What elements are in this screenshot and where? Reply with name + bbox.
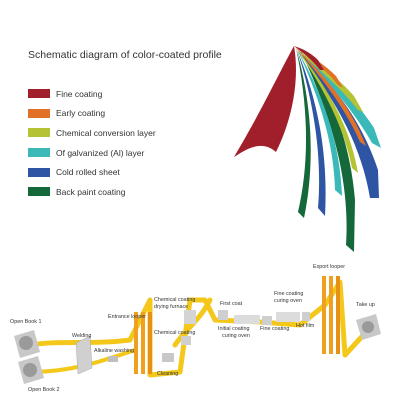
legend-swatch-early-coating xyxy=(28,108,50,118)
legend-swatch-back-paint xyxy=(28,187,50,197)
label-entrance-looper: Entrance looper xyxy=(108,314,146,320)
first-coater xyxy=(218,310,228,320)
label-first-coat: First coat xyxy=(220,301,243,307)
looper-bar-2 xyxy=(141,312,145,374)
initial-oven-box xyxy=(234,315,260,324)
export-bar-3 xyxy=(336,276,340,354)
hot-film-unit xyxy=(302,312,310,321)
layer-galvanized-lower xyxy=(297,49,342,196)
layer-early-lower xyxy=(295,47,366,146)
welding-unit xyxy=(75,335,93,375)
legend-swatch-galvanized-layer xyxy=(28,148,50,158)
looper-bar-1 xyxy=(134,312,138,374)
label-hot-film: Hot film xyxy=(296,323,315,329)
uncoiler-1 xyxy=(14,330,40,358)
layer-fine-lower xyxy=(234,46,296,157)
label-chem-drying-1: Chemical coating xyxy=(154,297,195,303)
layer-early-coating xyxy=(296,48,343,88)
label-alkaline-washing: Alkaline washing xyxy=(94,348,134,354)
furnace-box xyxy=(184,310,196,324)
label-welding: Welding xyxy=(72,333,91,339)
strip-main xyxy=(27,279,371,378)
legend-label: Cold rolled sheet xyxy=(56,167,120,178)
legend-item-cold-rolled-sheet: Cold rolled sheet xyxy=(28,162,156,182)
chem-coater-box xyxy=(181,336,191,345)
looper-bar-3 xyxy=(148,312,152,374)
legend-item-chemical-conversion: Chemical conversion layer xyxy=(28,123,156,143)
layer-cold-rolled xyxy=(298,52,379,198)
hot-film-box xyxy=(302,312,310,321)
uncoiler-2 xyxy=(18,356,44,384)
first-coat-unit xyxy=(218,310,228,320)
label-take-up: Take up xyxy=(356,302,375,308)
label-open-book-1: Open Book 1 xyxy=(10,319,41,325)
legend-swatch-chemical-conversion xyxy=(28,128,50,138)
legend-swatch-fine-coating xyxy=(28,89,50,99)
label-initial-oven-2: curing oven xyxy=(222,333,250,339)
legend-label: Of galvanized (Al) layer xyxy=(56,147,145,158)
legend-item-galvanized-layer: Of galvanized (Al) layer xyxy=(28,143,156,163)
label-cleaning: Cleaning xyxy=(157,371,178,377)
export-bar-2 xyxy=(329,276,333,354)
layer-fine-coating xyxy=(294,46,324,70)
uncoiler-2-coil xyxy=(23,363,37,377)
diagram-title: Schematic diagram of color-coated profil… xyxy=(28,49,222,61)
fine-coater xyxy=(262,316,272,325)
legend-label: Chemical conversion layer xyxy=(56,127,156,138)
layer-chemical-lower xyxy=(296,48,358,173)
profile-layer-stack xyxy=(234,46,381,252)
legend-swatch-cold-rolled-sheet xyxy=(28,167,50,177)
label-open-book-2: Open Book 2 xyxy=(28,387,59,393)
fine-oven-box xyxy=(276,312,300,322)
legend-item-early-coating: Early coating xyxy=(28,104,156,124)
export-bar-1 xyxy=(322,276,326,354)
label-chem-drying-2: drying furnace xyxy=(154,304,188,310)
label-initial-oven-1: Initial coating xyxy=(218,326,249,332)
alkaline-washing-unit xyxy=(108,356,118,362)
label-chemical-coating: Chemical coating xyxy=(154,330,195,336)
welding-box xyxy=(75,335,93,375)
chemical-drying-furnace xyxy=(184,310,196,324)
layer-galvanized xyxy=(298,50,381,148)
label-fine-oven-1: Fine coating xyxy=(274,291,303,297)
legend-label: Early coating xyxy=(56,108,106,119)
label-fine-oven-2: curing oven xyxy=(274,298,302,304)
legend-label: Back paint coating xyxy=(56,186,126,197)
cleaning-unit xyxy=(162,353,174,362)
chemical-coating-unit xyxy=(181,336,191,345)
legend-item-back-paint: Back paint coating xyxy=(28,182,156,202)
take-up-coiler xyxy=(356,314,381,340)
fine-curing-oven xyxy=(276,312,300,322)
cleaning-box xyxy=(162,353,174,362)
label-fine-coating: Fine coating xyxy=(260,326,289,332)
label-export-looper: Export looper xyxy=(313,264,345,270)
uncoiler-1-coil xyxy=(19,336,33,350)
fine-coating-unit xyxy=(262,316,272,325)
initial-curing-oven xyxy=(234,315,260,324)
process-labels: Open Book 1 Open Book 2 Welding Alkaline… xyxy=(10,264,375,393)
layer-back-paint-lower xyxy=(296,48,311,218)
legend: Fine coating Early coating Chemical conv… xyxy=(28,84,156,202)
coiler-coil xyxy=(362,321,374,333)
legend-label: Fine coating xyxy=(56,88,103,99)
washer-roll xyxy=(108,356,118,362)
layer-cold-rolled-lower xyxy=(297,50,326,216)
export-looper xyxy=(322,276,340,354)
strip-chem-loop xyxy=(172,297,213,348)
entrance-looper xyxy=(134,312,152,374)
legend-item-fine-coating: Fine coating xyxy=(28,84,156,104)
layer-back-paint xyxy=(300,50,355,252)
layer-chemical-conversion xyxy=(297,50,363,112)
